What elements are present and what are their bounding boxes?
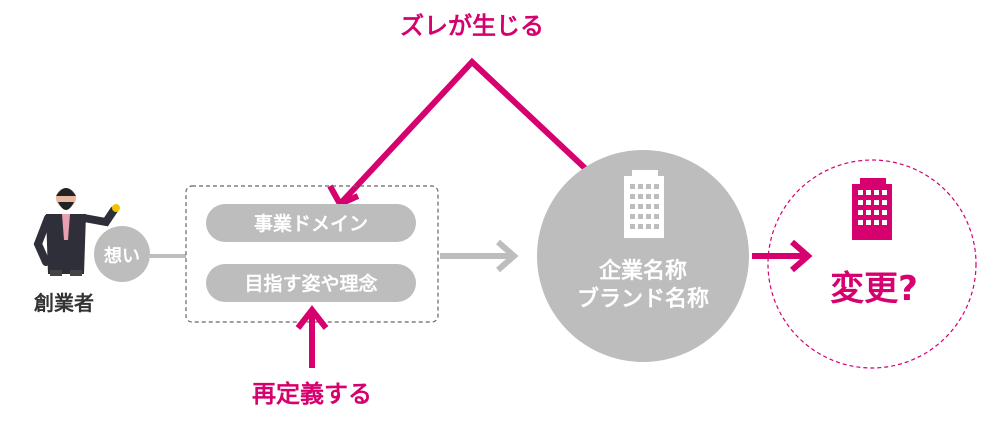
pill-vision-label: 目指す姿や理念	[244, 272, 377, 295]
thought-label: 想い	[104, 245, 140, 267]
flow-arrowhead	[496, 239, 519, 273]
company-name-label: 企業名称	[598, 258, 687, 284]
founder-label: 創業者	[33, 291, 94, 315]
building-icon	[624, 170, 664, 238]
founder-icon	[33, 188, 120, 276]
brand-name-label: ブランド名称	[577, 286, 709, 312]
pill-business-domain-label: 事業ドメイン	[254, 212, 368, 235]
change-question-label: 変更?	[830, 269, 918, 309]
misalignment-arrow-line	[337, 57, 607, 207]
pill-business-domain	[206, 204, 416, 242]
pill-vision	[206, 264, 416, 302]
redefine-label: 再定義する	[252, 380, 372, 408]
company-circle	[537, 150, 749, 362]
change-arrowhead	[790, 239, 813, 273]
concept-box	[185, 185, 439, 323]
misalignment-label: ズレが生じる	[400, 12, 544, 40]
thought-bubble	[94, 226, 150, 282]
redefine-arrowhead	[295, 305, 329, 330]
building-accent-icon	[852, 178, 892, 240]
change-circle	[767, 159, 977, 369]
